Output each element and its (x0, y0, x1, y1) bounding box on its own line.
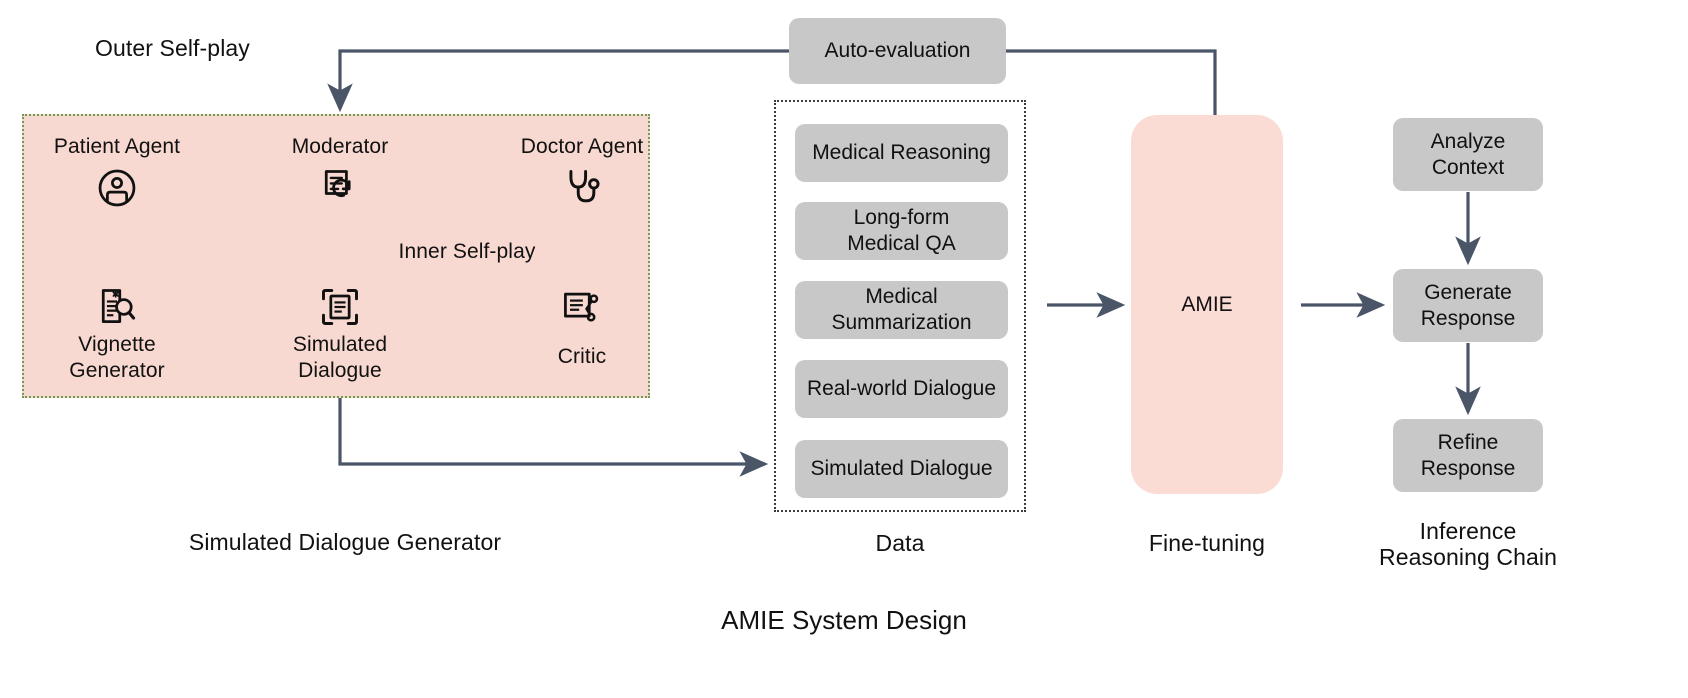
inference-step-generate-response[interactable]: Generate Response (1393, 269, 1543, 342)
outer-selfplay-label: Outer Self-play (95, 35, 250, 61)
data-box-label: Simulated Dialogue (810, 457, 993, 480)
inner-selfplay-label: Inner Self-play (398, 240, 536, 263)
document-review-icon (559, 285, 603, 329)
person-circle-icon (95, 166, 139, 210)
document-loop-icon (318, 166, 362, 210)
inference-step-analyze-context[interactable]: Analyze Context (1393, 118, 1543, 191)
data-box-label: Medical Summarization (831, 285, 972, 334)
auto-evaluation-box[interactable]: Auto-evaluation (789, 18, 1006, 84)
inference-step-label: Analyze Context (1430, 129, 1506, 179)
data-box-medical-summarization[interactable]: Medical Summarization (795, 281, 1008, 339)
patient-agent-label: Patient Agent (53, 135, 181, 158)
data-group-container (774, 100, 1026, 512)
figure-title: AMIE System Design (721, 605, 967, 635)
fine-tuning-caption: Fine-tuning (1148, 530, 1266, 556)
simulated-dialogue-generator-caption: Simulated Dialogue Generator (188, 529, 502, 555)
document-search-icon (95, 285, 139, 329)
vignette-generator-label: Vignette Generator (69, 333, 165, 382)
auto-evaluation-label: Auto-evaluation (824, 39, 971, 62)
simulated-dialogue-label: Simulated Dialogue (292, 333, 388, 382)
moderator-label: Moderator (291, 135, 389, 158)
doctor-agent-label: Doctor Agent (520, 135, 644, 158)
data-box-label: Real-world Dialogue (806, 377, 997, 400)
data-caption: Data (875, 530, 925, 556)
data-box-medical-reasoning[interactable]: Medical Reasoning (795, 124, 1008, 182)
inference-step-label: Refine Response (1420, 430, 1516, 480)
inference-step-refine-response[interactable]: Refine Response (1393, 419, 1543, 492)
data-box-real-world-dialogue[interactable]: Real-world Dialogue (795, 360, 1008, 418)
inference-reasoning-chain-caption: Inference Reasoning Chain (1379, 518, 1557, 570)
simulated-dialogue-generator-panel (22, 114, 650, 398)
amie-label: AMIE (1181, 292, 1233, 316)
data-box-simulated-dialogue[interactable]: Simulated Dialogue (795, 440, 1008, 498)
document-scan-icon (318, 285, 362, 329)
data-box-long-form-medical-qa[interactable]: Long-form Medical QA (795, 202, 1008, 260)
critic-label: Critic (557, 345, 607, 368)
inference-step-label: Generate Response (1420, 280, 1516, 330)
amie-model-box[interactable]: AMIE (1131, 115, 1283, 494)
data-box-label: Medical Reasoning (812, 141, 991, 164)
data-box-label: Long-form Medical QA (847, 206, 956, 255)
stethoscope-icon (559, 166, 603, 210)
